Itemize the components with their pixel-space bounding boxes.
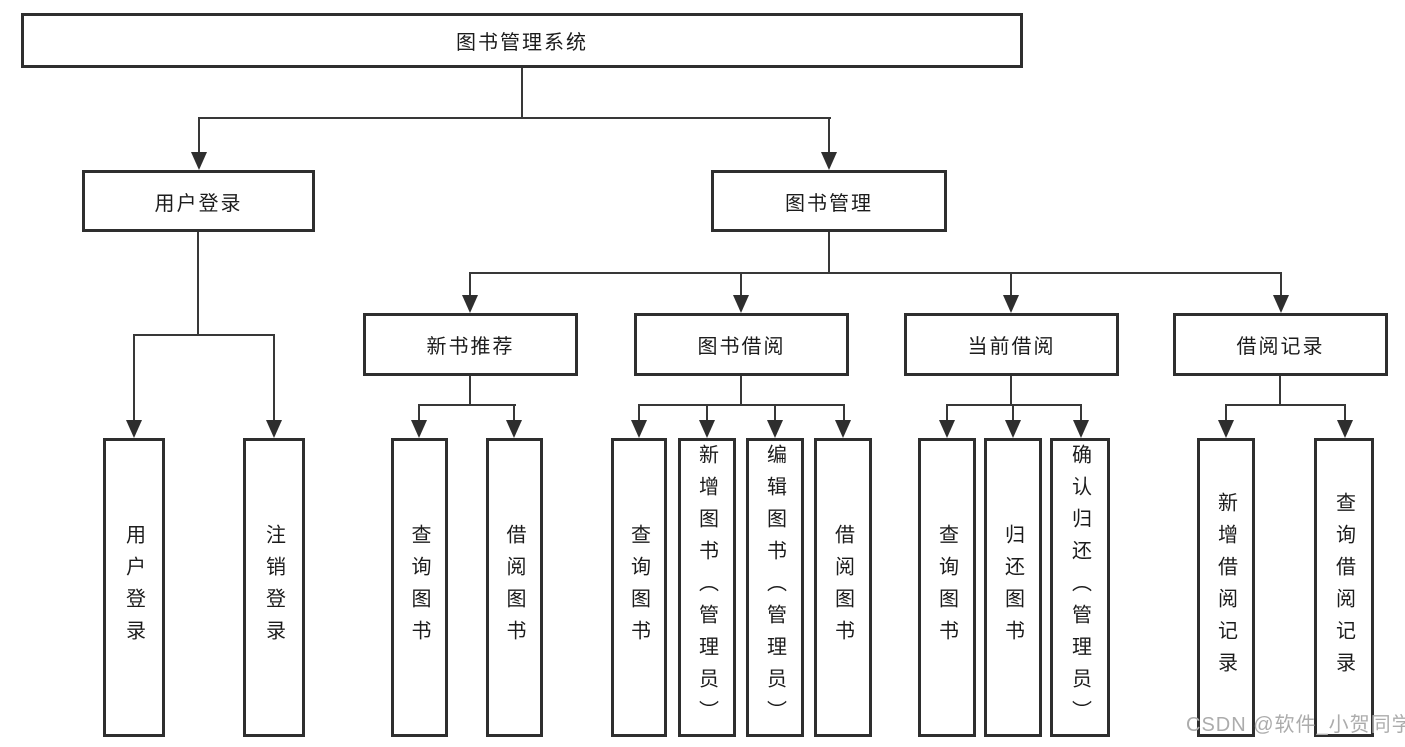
connector-line [198,117,831,119]
leaf-logout: 注销登录 [243,438,305,737]
connector-line [946,404,1082,406]
arrow-down-icon [1337,420,1353,438]
connector-line [740,376,742,406]
node-current-borrowing: 当前借阅 [904,313,1119,376]
connector-line [469,272,1282,274]
connector-line [1225,404,1346,406]
connector-line [133,334,275,336]
connector-line [521,68,523,118]
arrow-down-icon [506,420,522,438]
node-book-borrowing: 图书借阅 [634,313,849,376]
arrow-down-icon [835,420,851,438]
leaf-user-login: 用户登录 [103,438,165,737]
connector-line [469,272,471,297]
connector-line [418,404,516,406]
connector-line [1080,404,1082,422]
leaf-edit-books-admin: 编辑图书（管理员） [746,438,804,737]
arrow-down-icon [733,295,749,313]
arrow-down-icon [191,152,207,170]
leaf-borrow-books-recommend: 借阅图书 [486,438,543,737]
leaf-query-books-borrowing: 查询图书 [611,438,667,737]
arrow-down-icon [631,420,647,438]
node-borrowing-records: 借阅记录 [1173,313,1388,376]
connector-line [133,334,135,422]
arrow-down-icon [462,295,478,313]
arrow-down-icon [821,152,837,170]
leaf-return-books: 归还图书 [984,438,1042,737]
leaf-add-books-admin: 新增图书（管理员） [678,438,736,737]
connector-line [946,404,948,422]
leaf-confirm-return-admin: 确认归还（管理员） [1050,438,1110,737]
arrow-down-icon [767,420,783,438]
connector-line [1344,404,1346,422]
leaf-query-borrow-record: 查询借阅记录 [1314,438,1374,737]
leaf-add-borrow-record: 新增借阅记录 [1197,438,1255,737]
connector-line [828,232,830,274]
connector-line [198,117,200,155]
connector-line [469,376,471,406]
connector-line [513,404,515,422]
connector-line [1280,272,1282,297]
arrow-down-icon [1003,295,1019,313]
arrow-down-icon [939,420,955,438]
arrow-down-icon [1273,295,1289,313]
connector-line [843,404,845,422]
node-new-book-recommendation: 新书推荐 [363,313,578,376]
node-user-login: 用户登录 [82,170,315,232]
leaf-query-books-current: 查询图书 [918,438,976,737]
leaf-query-books-recommend: 查询图书 [391,438,448,737]
connector-line [197,232,199,336]
connector-line [1279,376,1281,406]
connector-line [1225,404,1227,422]
leaf-borrow-books: 借阅图书 [814,438,872,737]
connector-line [273,334,275,422]
connector-line [1010,376,1012,406]
arrow-down-icon [126,420,142,438]
arrow-down-icon [266,420,282,438]
connector-line [418,404,420,422]
connector-line [828,117,830,155]
connector-line [1010,272,1012,297]
arrow-down-icon [699,420,715,438]
connector-line [638,404,640,422]
node-book-management: 图书管理 [711,170,947,232]
arrow-down-icon [411,420,427,438]
node-root-library-management-system: 图书管理系统 [21,13,1023,68]
connector-line [706,404,708,422]
csdn-watermark: CSDN @软件_小贺同学 [1186,714,1405,736]
connector-line [1012,404,1014,422]
connector-line [740,272,742,297]
arrow-down-icon [1218,420,1234,438]
connector-line [638,404,845,406]
connector-line [774,404,776,422]
arrow-down-icon [1073,420,1089,438]
arrow-down-icon [1005,420,1021,438]
